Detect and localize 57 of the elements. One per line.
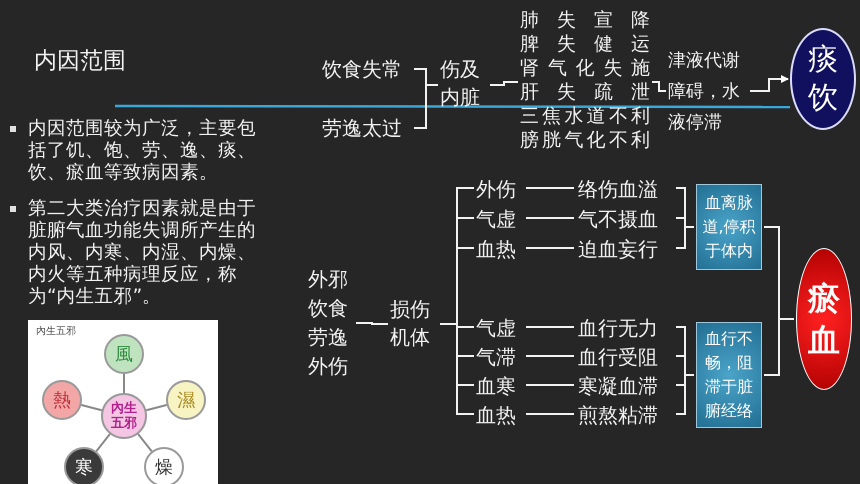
cause-text: 外伤 [308, 353, 349, 380]
term-text: 伤及内脏 [440, 55, 488, 115]
connector-line [526, 247, 574, 249]
connector-line [526, 355, 574, 357]
cause-text: 三焦水道不利 [520, 104, 650, 128]
cause-text: 脾失健运 [520, 32, 650, 56]
connector-line [526, 217, 574, 219]
term-text: 气滞 [476, 343, 522, 369]
term-text: 迫血妄行 [578, 235, 674, 261]
cause-text: 膀胱气化不利 [520, 128, 650, 152]
connector-line [414, 84, 438, 129]
term-text: 煎熬粘滞 [578, 401, 674, 427]
term-text: 血行受阻 [578, 343, 674, 369]
connector-line [146, 404, 167, 412]
cause-text: 肾气化失施 [520, 56, 650, 80]
term-text: 损伤机体 [390, 295, 438, 353]
diagram-picture [28, 320, 218, 484]
result-box: 血行不畅，阻滞于脏腑经络 [696, 322, 762, 428]
connector-line [526, 413, 574, 415]
connector-line [676, 226, 694, 249]
connector-line [526, 326, 574, 328]
connector-line [750, 75, 789, 92]
connector-line [137, 433, 152, 452]
connector-line [764, 318, 794, 376]
term-text: 血寒 [476, 372, 522, 398]
term-text: 饮食失常 [322, 55, 412, 83]
outcome-ellipse: 瘀血 [796, 248, 852, 390]
result-box: 血离脉道,停积于体内 [696, 184, 762, 270]
bullet-text: 内因范围较为广泛，主要包括了饥、饱、劳、逸、痰、饮、瘀血等致病因素。 [28, 118, 257, 184]
term-text: 气不摄血 [578, 205, 674, 231]
cause-text: 劳逸 [308, 324, 349, 351]
bullet-text: 第二大类治疗因素就是由于脏腑气血功能失调所产生的内风、内寒、内湿、内燥、内火等五种病理反应，称为“内生五邪”。 [28, 198, 257, 308]
term-text: 血行无力 [578, 314, 674, 340]
connector-line [652, 81, 666, 92]
connector-line [81, 404, 102, 412]
connector-line [123, 374, 125, 393]
connector-line [490, 81, 518, 86]
term-text: 气虚 [476, 205, 522, 231]
picture-title: 內生五邪 [36, 324, 76, 339]
term-text: 气虚 [476, 314, 522, 340]
result-text: 津液代谢障碍，水液停滞 [668, 45, 748, 137]
cause-text: 饮食 [308, 295, 349, 322]
cause-text: 肝失疏泄 [520, 80, 650, 104]
cause-text: 外邪 [308, 266, 349, 293]
term-text: 外伤 [476, 175, 522, 201]
term-text: 血热 [476, 401, 522, 427]
connector-line [96, 433, 111, 452]
connector-line [526, 384, 574, 386]
term-text: 寒凝血滞 [578, 372, 674, 398]
connector-line [526, 187, 574, 189]
term-text: 血热 [476, 235, 522, 261]
term-text: 络伤血溢 [578, 175, 674, 201]
term-text: 劳逸太过 [322, 114, 412, 142]
outcome-ellipse: 痰饮 [790, 28, 856, 130]
cause-text: 肺失宣降 [520, 8, 650, 32]
slide-title: 内因范围 [34, 47, 126, 76]
connector-line [356, 322, 388, 325]
